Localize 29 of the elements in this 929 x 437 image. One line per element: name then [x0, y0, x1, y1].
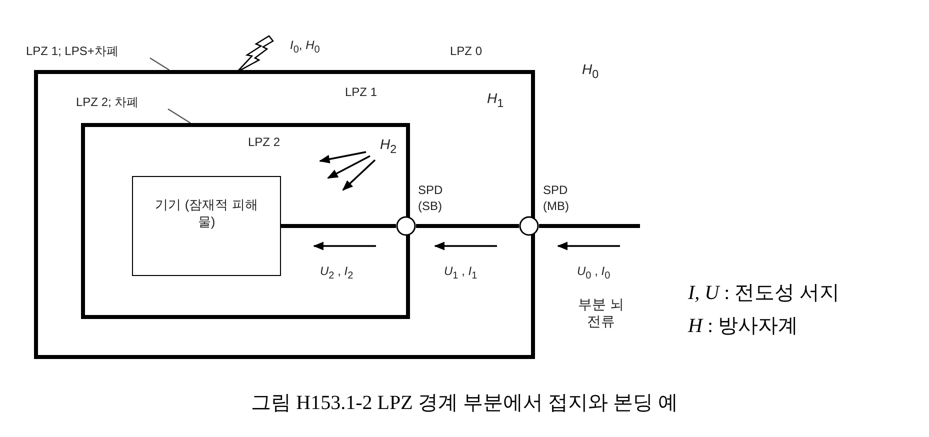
quantity-label: U$_{2}$ , I$_{2}$	[320, 264, 354, 284]
zone-label: LPZ 2	[248, 135, 280, 150]
leader-line	[168, 108, 191, 124]
spd-circle	[519, 216, 539, 236]
zone-box	[81, 123, 410, 319]
zone-label: LPZ 1; LPS+차폐	[26, 44, 118, 59]
quantity-label: I$_{0}$, H$_{0}$	[290, 38, 320, 58]
spd-circle	[396, 216, 416, 236]
quantity-label: LPZ 0	[450, 44, 482, 59]
conductor-line	[281, 224, 396, 228]
spd-label: SPD (SB)	[418, 182, 444, 214]
legend-text: I, U : 전도성 서지	[688, 281, 840, 306]
caption: 그림 H153.1-2 LPZ 경계 부분에서 접지와 본딩 예	[250, 391, 679, 416]
zone-label: LPZ 1	[345, 85, 378, 100]
zone-box	[34, 70, 535, 359]
spd-label: SPD (MB)	[543, 182, 570, 214]
quantity-label: U$_{1}$ , I$_{1}$	[444, 264, 478, 284]
conductor-line	[539, 224, 640, 228]
quantity-label: U$_{0}$ , I$_{0}$	[577, 264, 610, 284]
quantity-label: H$_{1}$	[487, 91, 504, 111]
legend-text: H : 방사자계	[688, 314, 798, 339]
current-label: 부분 뇌전류	[578, 296, 624, 330]
equipment-label: 기기 (잠재적 피해 물)	[154, 196, 259, 230]
conductor-line	[416, 224, 519, 228]
equipment-box	[132, 176, 281, 276]
quantity-label: H$_{2}$	[380, 137, 397, 157]
quantity-label: H$_{0}$	[582, 62, 599, 82]
leader-line	[150, 58, 170, 70]
zone-label: LPZ 2; 차폐	[76, 95, 139, 110]
